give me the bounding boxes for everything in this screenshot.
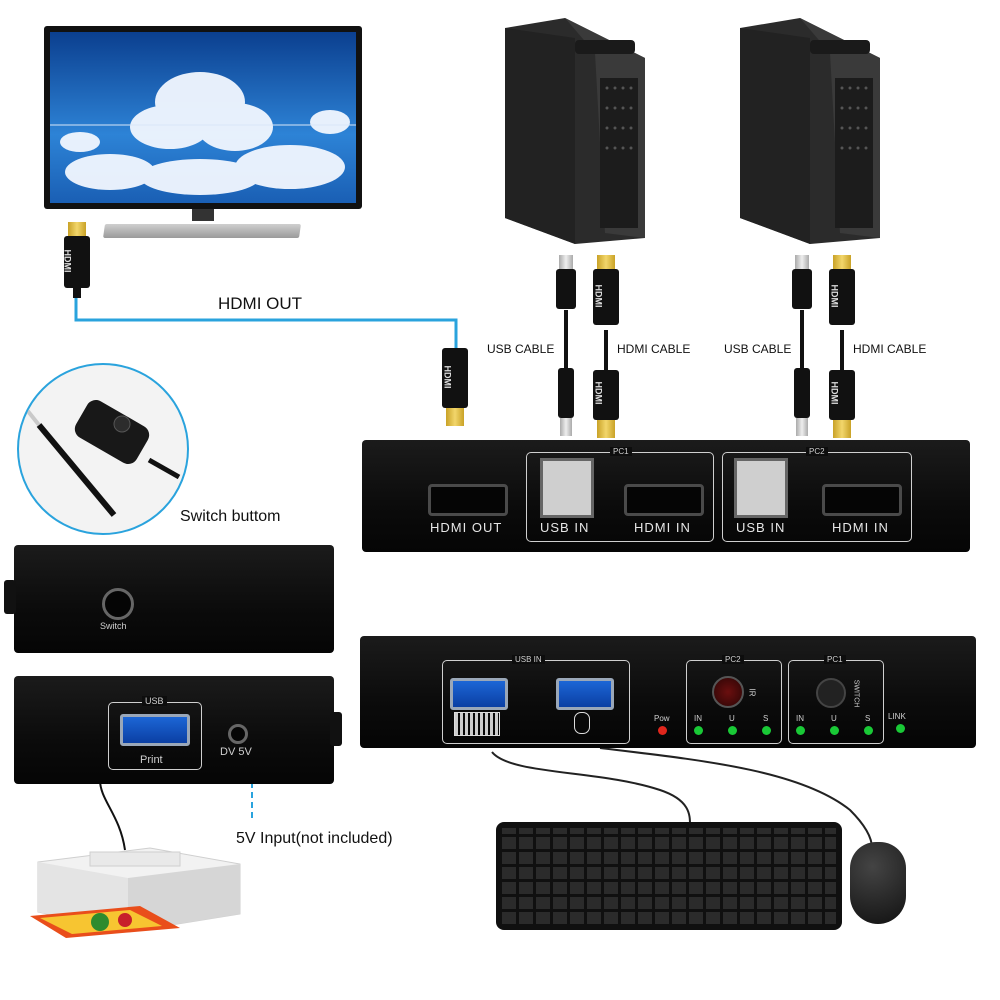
monitor-stand [103,224,301,238]
mouse-usb-port [556,678,614,710]
side-usb-foot [330,712,342,746]
back-pc1-label: PC1 [610,447,632,456]
hdmi-out-label: HDMI OUT [218,294,303,313]
usb-plug-pc2-bottom [792,368,812,438]
hdmi-out-port [428,484,508,516]
keyboard-icon [454,712,500,736]
pc1-led-label-s: S [865,714,871,723]
hdmi-plug-pc1-top: HDMI [592,255,620,333]
ir-sensor [712,676,744,708]
hdmi-cable-label-1: HDMI CABLE [617,342,691,356]
kvm-front-panel: USB IN Pow PC2 IR IN U S PC1 SWITCH IN U… [360,636,976,748]
pc2-led-u [728,726,737,735]
usb-in-port-2 [734,458,788,518]
keyboard-usb-port [450,678,508,710]
switch-button-inset [17,363,189,535]
kvm-back-panel: PC1 PC2 HDMI OUT USB IN HDMI IN USB IN H… [362,440,970,552]
pc-tower-1 [505,18,645,244]
pc2-led-label-s: S [763,714,769,723]
monitor [44,26,362,221]
hdmi-plug-monitor: HDMI [62,222,92,298]
dc-label: DV 5V [220,746,252,758]
front-usb-in-label: USB IN [512,655,545,664]
switch-jack [102,588,134,620]
monitor-neck [192,209,214,221]
side-usb-label: USB [142,696,167,706]
usb-cable-label-2: USB CABLE [724,342,792,356]
pc1-led-label-in: IN [796,714,804,723]
front-pc2-label: PC2 [722,655,744,664]
hdmi-cable-label-2: HDMI CABLE [853,342,927,356]
input-5v-label: 5V Input(not included) [236,830,393,847]
hdmi-in-port-1-label: HDMI IN [634,520,691,535]
hdmi-in-port-2 [822,484,902,516]
usb-in-port-2-label: USB IN [736,520,786,535]
usb-in-port-1-label: USB IN [540,520,590,535]
usb-cable-label-1: USB CABLE [487,342,555,356]
mouse-icon [574,712,590,734]
keyboard-keys [502,828,836,924]
usb-in-port-1 [540,458,594,518]
switch-push-button[interactable] [816,678,846,708]
link-led [896,724,905,733]
pc2-led-label-u: U [729,714,735,723]
switch-button-label: SWITCH [852,679,860,708]
kvm-side-usb: USB Print DV 5V [14,676,334,784]
usb-plug-pc1-bottom [556,368,576,438]
mouse-cable [599,747,873,849]
hdmi-in-port-2-label: HDMI IN [832,520,889,535]
hdmi-out-port-label: HDMI OUT [430,520,503,535]
usb-print-label: Print [140,754,163,766]
front-pc1-label: PC1 [824,655,846,664]
kvm-side-switch: Switch [14,545,334,653]
printer-cable [99,779,126,851]
keyboard-cable [491,751,691,826]
monitor-screen-image [50,32,356,203]
printer [30,847,241,938]
link-label: LINK [888,712,906,721]
hdmi-plug-out: HDMI [440,348,470,430]
switch-button-device [25,399,181,517]
pow-label: Pow [654,714,670,723]
hdmi-plug-pc1-bottom: HDMI [592,370,620,440]
usb-plug-pc2-top [792,255,812,313]
side-switch-foot [4,580,16,614]
usb-plug-pc1-top [556,255,576,313]
mouse [850,842,906,924]
pc2-led-in [694,726,703,735]
pc1-led-in [796,726,805,735]
hdmi-in-port-1 [624,484,704,516]
hdmi-plug-pc2-bottom: HDMI [828,370,856,440]
keyboard [496,822,842,930]
pc1-led-label-u: U [831,714,837,723]
back-pc2-label: PC2 [806,447,828,456]
hdmi-out-line [74,296,458,350]
pc1-led-u [830,726,839,735]
pc1-led-s [864,726,873,735]
usb-print-port [120,714,190,746]
hdmi-plug-pc2-top: HDMI [828,255,856,333]
dc-jack [228,724,248,744]
pow-led [658,726,667,735]
pc2-led-s [762,726,771,735]
ir-label: IR [747,688,757,697]
pc2-led-label-in: IN [694,714,702,723]
pc-tower-2 [740,18,880,244]
switch-jack-label: Switch [100,621,127,631]
switch-buttom-label: Switch buttom [180,508,281,525]
hdmi-plug-text: HDMI [62,249,73,273]
